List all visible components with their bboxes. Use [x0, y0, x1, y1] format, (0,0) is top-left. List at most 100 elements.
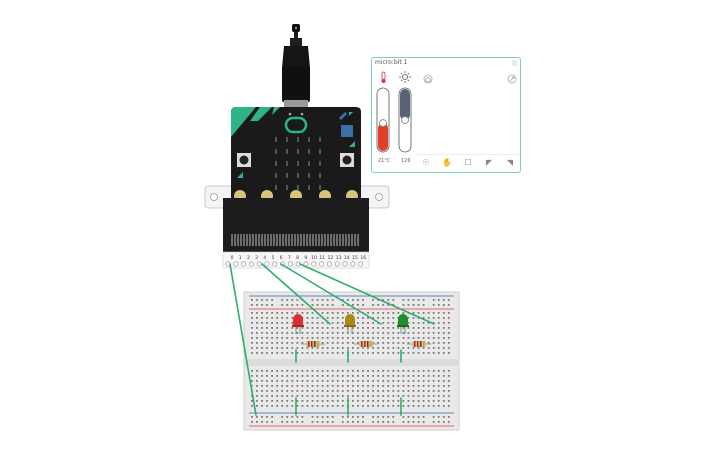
breadboard-hole[interactable] [417, 327, 420, 329]
breadboard-hole[interactable] [276, 322, 279, 324]
breadboard-hole[interactable] [271, 400, 273, 402]
breadboard-hole[interactable] [422, 317, 425, 319]
breadboard-hole[interactable] [352, 304, 354, 306]
breadboard-hole[interactable] [447, 416, 450, 418]
breadboard-hole[interactable] [387, 352, 390, 354]
breadboard-hole[interactable] [251, 347, 253, 349]
breadboard-hole[interactable] [447, 375, 450, 377]
breadboard-hole[interactable] [407, 416, 410, 418]
breadboard-hole[interactable] [397, 312, 400, 314]
breadboard-hole[interactable] [437, 400, 440, 402]
breadboard-hole[interactable] [427, 395, 430, 397]
breadboard-hole[interactable] [387, 299, 390, 301]
breadboard-hole[interactable] [281, 312, 284, 314]
breadboard-hole[interactable] [412, 390, 415, 392]
breadboard-hole[interactable] [437, 347, 440, 349]
breadboard-hole[interactable] [407, 385, 410, 387]
drag-handle-icon[interactable] [512, 60, 517, 66]
breadboard-hole[interactable] [251, 400, 253, 402]
breadboard-hole[interactable] [286, 347, 289, 349]
breadboard-hole[interactable] [392, 299, 395, 301]
logo-down-icon[interactable]: ☐ [464, 158, 472, 167]
breadboard-hole[interactable] [357, 304, 359, 306]
breadboard-hole[interactable] [392, 312, 395, 314]
breadboard-hole[interactable] [316, 337, 319, 339]
breadboard-hole[interactable] [331, 380, 334, 382]
breadboard-hole[interactable] [301, 385, 304, 387]
breadboard-hole[interactable] [291, 342, 294, 344]
breadboard-hole[interactable] [392, 337, 395, 339]
breadboard-hole[interactable] [266, 395, 268, 397]
breadboard-hole[interactable] [316, 416, 319, 418]
breadboard-hole[interactable] [306, 337, 309, 339]
breadboard-hole[interactable] [306, 405, 309, 407]
breadboard-hole[interactable] [326, 385, 329, 387]
breadboard-hole[interactable] [352, 370, 354, 372]
breadboard-hole[interactable] [362, 337, 364, 339]
breadboard-hole[interactable] [422, 332, 425, 334]
breadboard-hole[interactable] [357, 400, 359, 402]
breadboard-hole[interactable] [382, 400, 385, 402]
pin-hole[interactable] [272, 261, 278, 267]
breadboard-hole[interactable] [382, 304, 385, 306]
breadboard-hole[interactable] [291, 400, 294, 402]
breadboard-hole[interactable] [442, 299, 445, 301]
breadboard-hole[interactable] [256, 385, 258, 387]
breadboard-hole[interactable] [326, 352, 329, 354]
breadboard-hole[interactable] [321, 370, 324, 372]
breadboard-hole[interactable] [387, 405, 390, 407]
breadboard-hole[interactable] [326, 332, 329, 334]
breadboard-hole[interactable] [372, 342, 374, 344]
breadboard[interactable] [243, 291, 460, 431]
breadboard-hole[interactable] [377, 380, 380, 382]
breadboard-hole[interactable] [251, 416, 253, 418]
breadboard-hole[interactable] [326, 390, 329, 392]
breadboard-hole[interactable] [422, 370, 425, 372]
breadboard-hole[interactable] [362, 400, 364, 402]
breadboard-hole[interactable] [271, 395, 273, 397]
breadboard-hole[interactable] [266, 317, 268, 319]
breadboard-hole[interactable] [442, 416, 445, 418]
breadboard-hole[interactable] [311, 375, 314, 377]
light-slider[interactable] [398, 87, 412, 153]
breadboard-hole[interactable] [336, 405, 339, 407]
breadboard-hole[interactable] [321, 352, 324, 354]
breadboard-hole[interactable] [412, 304, 415, 306]
breadboard-hole[interactable] [387, 337, 390, 339]
breadboard-hole[interactable] [427, 400, 430, 402]
breadboard-hole[interactable] [352, 416, 354, 418]
breadboard-hole[interactable] [442, 380, 445, 382]
breadboard-hole[interactable] [382, 332, 385, 334]
breadboard-hole[interactable] [377, 332, 380, 334]
breadboard-hole[interactable] [397, 342, 400, 344]
breadboard-hole[interactable] [336, 375, 339, 377]
breadboard-hole[interactable] [336, 322, 339, 324]
breadboard-hole[interactable] [372, 405, 374, 407]
resistor-3[interactable] [407, 341, 431, 347]
breadboard-hole[interactable] [286, 390, 289, 392]
breadboard-hole[interactable] [286, 380, 289, 382]
breadboard-hole[interactable] [271, 405, 273, 407]
breadboard-hole[interactable] [382, 337, 385, 339]
breadboard-holes[interactable] [251, 299, 450, 423]
breadboard-hole[interactable] [261, 370, 263, 372]
breadboard-hole[interactable] [397, 337, 400, 339]
breadboard-hole[interactable] [367, 347, 369, 349]
breadboard-hole[interactable] [336, 317, 339, 319]
breadboard-hole[interactable] [367, 312, 369, 314]
breadboard-hole[interactable] [346, 380, 349, 382]
breadboard-hole[interactable] [387, 322, 390, 324]
breadboard-hole[interactable] [362, 304, 364, 306]
breadboard-hole[interactable] [341, 299, 344, 301]
temperature-slider[interactable] [376, 87, 390, 153]
breadboard-hole[interactable] [341, 352, 344, 354]
breadboard-hole[interactable] [427, 352, 430, 354]
breadboard-hole[interactable] [412, 380, 415, 382]
breadboard-hole[interactable] [357, 380, 359, 382]
breadboard-hole[interactable] [377, 395, 380, 397]
breadboard-hole[interactable] [357, 370, 359, 372]
breadboard-hole[interactable] [397, 405, 400, 407]
breadboard-hole[interactable] [331, 312, 334, 314]
breadboard-hole[interactable] [321, 312, 324, 314]
breadboard-hole[interactable] [382, 299, 385, 301]
